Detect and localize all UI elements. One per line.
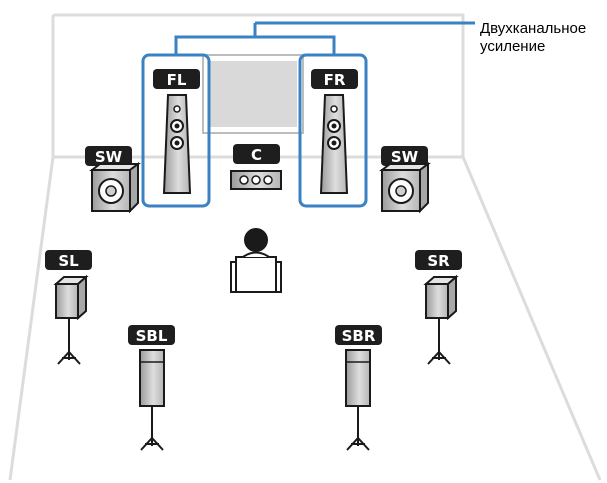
surround-back-left-speaker-icon xyxy=(139,349,165,451)
surround-back-right-speaker-icon xyxy=(345,349,371,451)
surround-back-left-label: SBL xyxy=(136,327,168,345)
surround-right-speaker-icon xyxy=(423,274,459,365)
center-speaker: C xyxy=(230,144,282,190)
bi-amp-annotation-line1: Двухканальное xyxy=(480,20,587,37)
front-right-speaker: FR xyxy=(311,69,358,194)
surround-right-speaker: SR xyxy=(415,250,462,365)
subwoofer-left-icon xyxy=(89,162,141,214)
bi-amp-annotation: Двухканальное усиление xyxy=(480,20,605,56)
subwoofer-left-label-box xyxy=(85,146,132,166)
subwoofer-left: SW xyxy=(85,146,141,214)
room-outline xyxy=(8,13,602,481)
surround-left-label-box xyxy=(45,250,92,270)
surround-right-label-box xyxy=(415,250,462,270)
front-left-label-box xyxy=(153,69,200,89)
front-right-label-box xyxy=(311,69,358,89)
surround-back-right-label: SBR xyxy=(342,327,376,345)
surround-left-label: SL xyxy=(58,252,79,270)
surround-back-left-label-box xyxy=(128,325,175,345)
subwoofer-right-label: SW xyxy=(391,148,419,166)
surround-left-speaker: SL xyxy=(45,250,92,365)
center-label-box xyxy=(233,144,280,164)
surround-left-speaker-icon xyxy=(53,274,89,365)
surround-back-left-speaker: SBL xyxy=(128,325,175,451)
surround-back-right-label-box xyxy=(335,325,382,345)
subwoofer-right: SW xyxy=(379,146,431,214)
front-right-highlight xyxy=(298,53,368,208)
subwoofer-right-label-box xyxy=(381,146,428,166)
tv-screen xyxy=(202,54,304,134)
front-left-label: FL xyxy=(167,71,187,89)
subwoofer-right-icon xyxy=(379,162,431,214)
front-left-speaker: FL xyxy=(153,69,200,194)
surround-right-label: SR xyxy=(427,252,450,270)
center-label: C xyxy=(251,146,262,164)
surround-back-right-speaker: SBR xyxy=(335,325,382,451)
bi-amp-connector xyxy=(174,21,475,55)
bi-amp-annotation-line2: усиление xyxy=(480,38,546,55)
front-left-highlight xyxy=(141,53,211,208)
front-right-label: FR xyxy=(324,71,346,89)
listener-icon xyxy=(230,228,282,293)
subwoofer-left-label: SW xyxy=(95,148,123,166)
